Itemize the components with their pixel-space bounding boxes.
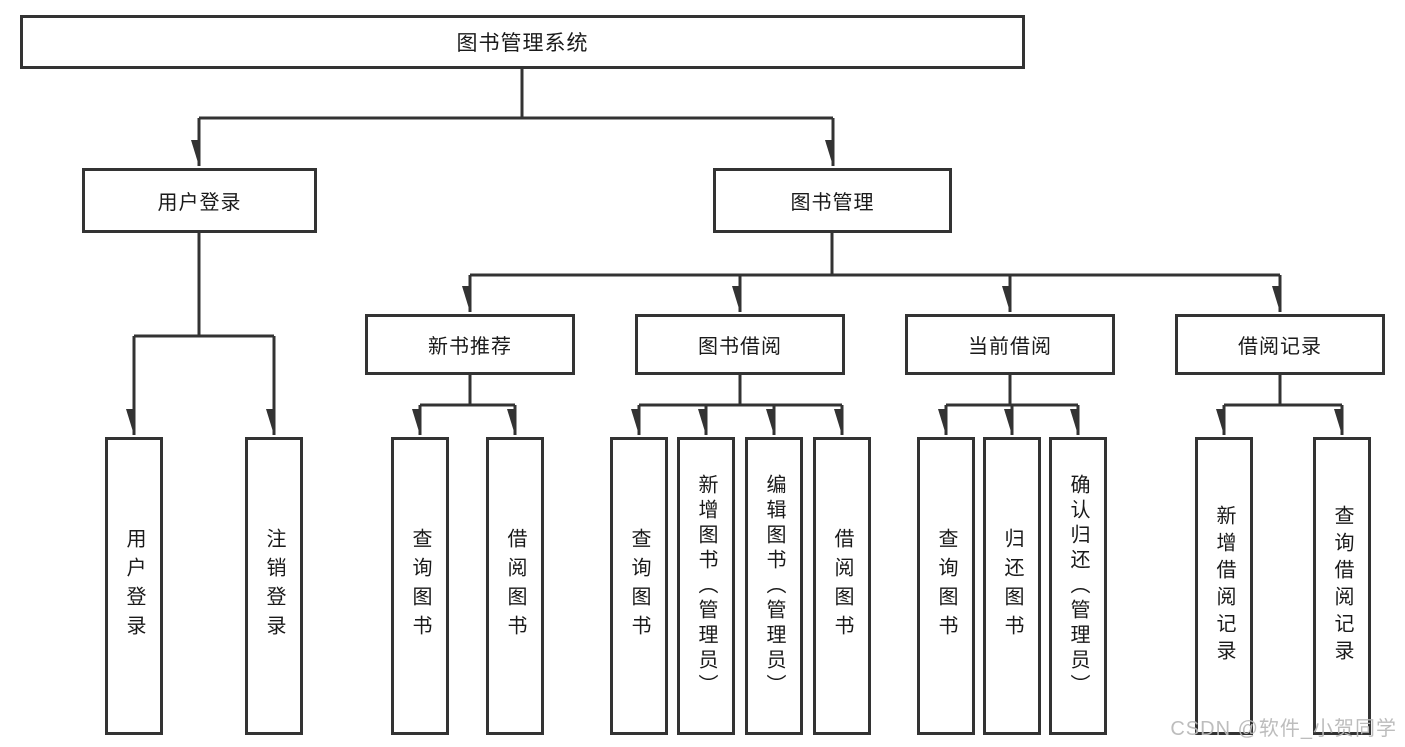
node-user-login-leaf: 用户登录 bbox=[105, 437, 163, 735]
node-book-borrow: 图书借阅 bbox=[635, 314, 845, 375]
node-label: 编辑图书（管理员） bbox=[763, 473, 785, 699]
node-borrow-records: 借阅记录 bbox=[1175, 314, 1385, 375]
node-recommend-query-books: 查询图书 bbox=[391, 437, 449, 735]
node-current-query-books: 查询图书 bbox=[917, 437, 975, 735]
node-add-borrow-record: 新增借阅记录 bbox=[1195, 437, 1253, 735]
node-logout: 注销登录 bbox=[245, 437, 303, 735]
node-label: 查询图书 bbox=[409, 528, 431, 644]
node-label: 借阅图书 bbox=[504, 528, 526, 644]
node-label: 查询借阅记录 bbox=[1331, 505, 1353, 667]
csdn-watermark: CSDN @软件_小贺同学 bbox=[1170, 718, 1397, 740]
node-query-borrow-record: 查询借阅记录 bbox=[1313, 437, 1371, 735]
node-label: 确认归还（管理员） bbox=[1067, 473, 1089, 699]
node-new-book-recommend: 新书推荐 bbox=[365, 314, 575, 375]
node-label: 查询图书 bbox=[628, 528, 650, 644]
node-confirm-return-admin: 确认归还（管理员） bbox=[1049, 437, 1107, 735]
node-book-management: 图书管理 bbox=[713, 168, 952, 233]
node-label: 注销登录 bbox=[263, 528, 285, 644]
node-label: 归还图书 bbox=[1001, 528, 1023, 644]
node-current-borrow: 当前借阅 bbox=[905, 314, 1115, 375]
node-edit-book-admin: 编辑图书（管理员） bbox=[745, 437, 803, 735]
node-label: 查询图书 bbox=[935, 528, 957, 644]
node-borrow-books: 借阅图书 bbox=[813, 437, 871, 735]
node-recommend-borrow-books: 借阅图书 bbox=[486, 437, 544, 735]
node-add-book-admin: 新增图书（管理员） bbox=[677, 437, 735, 735]
node-user-login: 用户登录 bbox=[82, 168, 317, 233]
node-label: 新增图书（管理员） bbox=[695, 473, 717, 699]
node-label: 用户登录 bbox=[123, 528, 145, 644]
node-borrow-query-books: 查询图书 bbox=[610, 437, 668, 735]
node-library-management-system: 图书管理系统 bbox=[20, 15, 1025, 69]
node-label: 新增借阅记录 bbox=[1213, 505, 1235, 667]
node-return-books: 归还图书 bbox=[983, 437, 1041, 735]
node-label: 借阅图书 bbox=[831, 528, 853, 644]
